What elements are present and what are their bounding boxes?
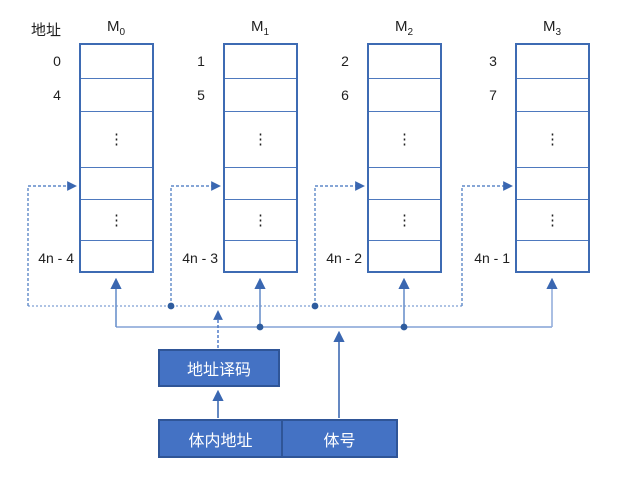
bank-cell [517,240,588,271]
address-number: 2 [341,53,349,69]
address-number-last: 4n - 1 [474,250,510,266]
address-number: 6 [341,87,349,103]
dashed-arrow-into-m3 [461,181,513,306]
memory-bank-m2: ⋮ ⋮ [367,43,442,273]
address-number: 5 [197,87,205,103]
bank-cell: ⋮ [369,111,440,167]
bank-cell [369,45,440,78]
bank-cell: ⋮ [81,199,152,240]
bank-subscript: 1 [263,27,270,38]
bank-cell: ⋮ [81,111,152,167]
ellipsis-icon: ⋮ [109,211,124,229]
bank-subscript: 2 [407,27,414,38]
junction-dot [400,323,408,331]
ellipsis-icon: ⋮ [253,131,268,148]
bank-cell: ⋮ [369,199,440,240]
ellipsis-icon: ⋮ [545,131,560,148]
ellipsis-icon: ⋮ [397,211,412,229]
bank-cell [369,240,440,271]
dashed-arrow-into-m1 [170,181,221,306]
bank-header-m3: M3 [543,18,561,38]
bank-cell: ⋮ [225,111,296,167]
address-number: 0 [53,53,61,69]
bank-name: M [250,18,264,35]
address-number-last: 4n - 2 [326,250,362,266]
junction-dot [256,323,264,331]
bank-cell [517,78,588,111]
junction-dot [311,302,319,310]
ellipsis-icon: ⋮ [109,131,124,148]
bank-number-label: 体号 [323,432,356,450]
address-number-last: 4n - 3 [182,250,218,266]
memory-bank-m0: ⋮ ⋮ [79,43,154,273]
bank-cell [81,78,152,111]
bank-header-m2: M2 [395,18,413,38]
bank-cell: ⋮ [225,199,296,240]
ellipsis-icon: ⋮ [253,211,268,229]
bank-cell [225,240,296,271]
bank-cell [517,167,588,199]
bank-cell [517,45,588,78]
bank-header-m0: M0 [107,18,125,38]
bank-cell [225,45,296,78]
memory-bank-m3: ⋮ ⋮ [515,43,590,273]
bank-name: M [542,18,556,35]
dashed-arrow-into-m2 [314,181,365,306]
bank-cell [81,240,152,271]
address-register-box: 体内地址 体号 [158,419,398,458]
ellipsis-icon: ⋮ [397,131,412,148]
bank-cell [225,167,296,199]
bank-cell: ⋮ [517,199,588,240]
dashed-arrow-into-m0 [27,181,77,306]
bank-cell [225,78,296,111]
ellipsis-icon: ⋮ [545,211,560,229]
bank-subscript: 3 [555,27,562,38]
address-number: 3 [489,53,497,69]
intra-bank-address-label: 体内地址 [188,432,253,450]
bank-header-m1: M1 [251,18,269,38]
memory-bank-m1: ⋮ ⋮ [223,43,298,273]
address-decoder-box: 地址译码 [158,349,280,387]
address-number: 1 [197,53,205,69]
address-decoder-label: 地址译码 [186,362,251,379]
address-number: 7 [489,87,497,103]
bank-cell: ⋮ [517,111,588,167]
bank-subscript: 0 [119,27,126,38]
bank-cell [81,45,152,78]
bank-cell [369,167,440,199]
bank-name: M [106,18,120,35]
address-number-last: 4n - 4 [38,250,74,266]
bank-cell [369,78,440,111]
intra-bank-address-field: 体内地址 [160,421,281,456]
address-number: 4 [53,87,61,103]
bank-cell [81,167,152,199]
junction-dot [167,302,175,310]
bank-name: M [394,18,408,35]
address-column-title: 地址 [31,22,62,39]
bank-number-field: 体号 [280,421,396,456]
